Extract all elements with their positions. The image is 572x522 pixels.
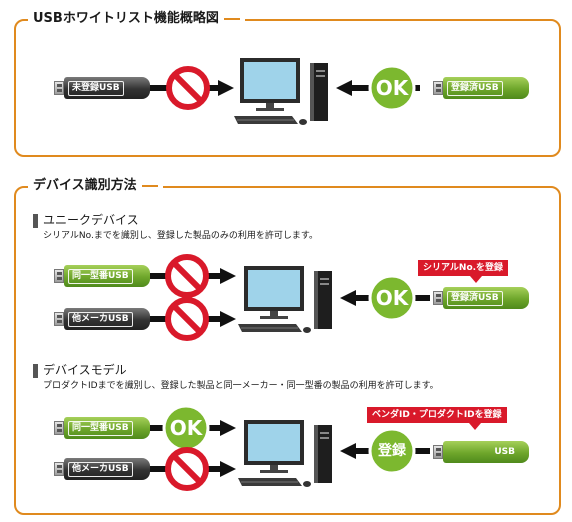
- unique-device-title: ユニークデバイス: [43, 213, 139, 227]
- usb-label-registered: 登録済USB: [447, 80, 503, 96]
- usb-drive-icon: 他メーカUSB: [54, 458, 150, 480]
- usb-label-same-model: 同一型番USB: [68, 268, 133, 284]
- title-ornament: [141, 185, 158, 187]
- usb-body: 他メーカUSB: [64, 308, 150, 330]
- usb-plug: [54, 269, 64, 283]
- device-model-description: プロダクトIDまでを識別し、登録した製品と同一メーカー・同一型番の製品の利用を許…: [43, 381, 439, 391]
- usb-body: 同一型番USB: [64, 265, 150, 287]
- usb-drive-icon: 登録済USB: [433, 287, 529, 309]
- usb-label-unregistered: 未登録USB: [68, 80, 124, 96]
- usb-plug: [54, 81, 64, 95]
- identification-title-text: デバイス識別方法: [33, 178, 137, 193]
- usb-plug: [433, 81, 443, 95]
- usb-label-other-maker: 他メーカUSB: [68, 311, 133, 327]
- usb-drive-icon: 同一型番USB: [54, 417, 150, 439]
- computer-icon: [237, 265, 333, 334]
- usb-label-plain: USB: [494, 446, 515, 457]
- usb-plug: [54, 462, 64, 476]
- usb-body: 同一型番USB: [64, 417, 150, 439]
- usb-body: 他メーカUSB: [64, 458, 150, 480]
- ok-badge: [368, 64, 416, 112]
- usb-body: USB: [443, 441, 529, 463]
- usb-plug: [433, 445, 443, 459]
- usb-drive-icon: 他メーカUSB: [54, 308, 150, 330]
- subsection-marker: [33, 214, 38, 228]
- usb-drive-icon: USB: [433, 441, 529, 463]
- overview-title-text: USBホワイトリスト機能概略図: [33, 11, 219, 26]
- computer-icon: [237, 419, 333, 488]
- usb-plug: [54, 312, 64, 326]
- title-ornament: [223, 18, 240, 20]
- vendor-product-register-callout: ベンダID・プロダクトIDを登録: [367, 407, 507, 430]
- overview-frame: [14, 19, 561, 157]
- usb-drive-icon: 同一型番USB: [54, 265, 150, 287]
- ok-badge: [162, 404, 210, 452]
- overview-title: USBホワイトリスト機能概略図: [28, 11, 245, 27]
- identification-frame: [14, 186, 561, 515]
- register-badge: [368, 427, 416, 475]
- prohibit-icon: [168, 257, 206, 295]
- usb-label-registered: 登録済USB: [447, 290, 503, 306]
- usb-plug: [433, 291, 443, 305]
- serial-register-callout: シリアルNo.を登録: [418, 260, 509, 283]
- unique-device-description: シリアルNo.までを識別し、登録した製品のみの利用を許可します。: [43, 231, 318, 241]
- prohibit-icon: [168, 450, 206, 488]
- usb-label-same-model: 同一型番USB: [68, 420, 133, 436]
- usb-drive-icon: 未登録USB: [54, 77, 150, 99]
- prohibit-icon: [169, 69, 207, 107]
- subsection-marker: [33, 364, 38, 378]
- usb-drive-icon: 登録済USB: [433, 77, 529, 99]
- prohibit-icon: [168, 300, 206, 338]
- usb-label-other-maker: 他メーカUSB: [68, 461, 133, 477]
- usb-body: 登録済USB: [443, 287, 529, 309]
- ok-badge: [368, 274, 416, 322]
- computer-icon: [233, 57, 329, 126]
- usb-plug: [54, 421, 64, 435]
- device-model-title: デバイスモデル: [43, 363, 127, 377]
- usb-body: 登録済USB: [443, 77, 529, 99]
- identification-title: デバイス識別方法: [28, 178, 163, 194]
- usb-body: 未登録USB: [64, 77, 150, 99]
